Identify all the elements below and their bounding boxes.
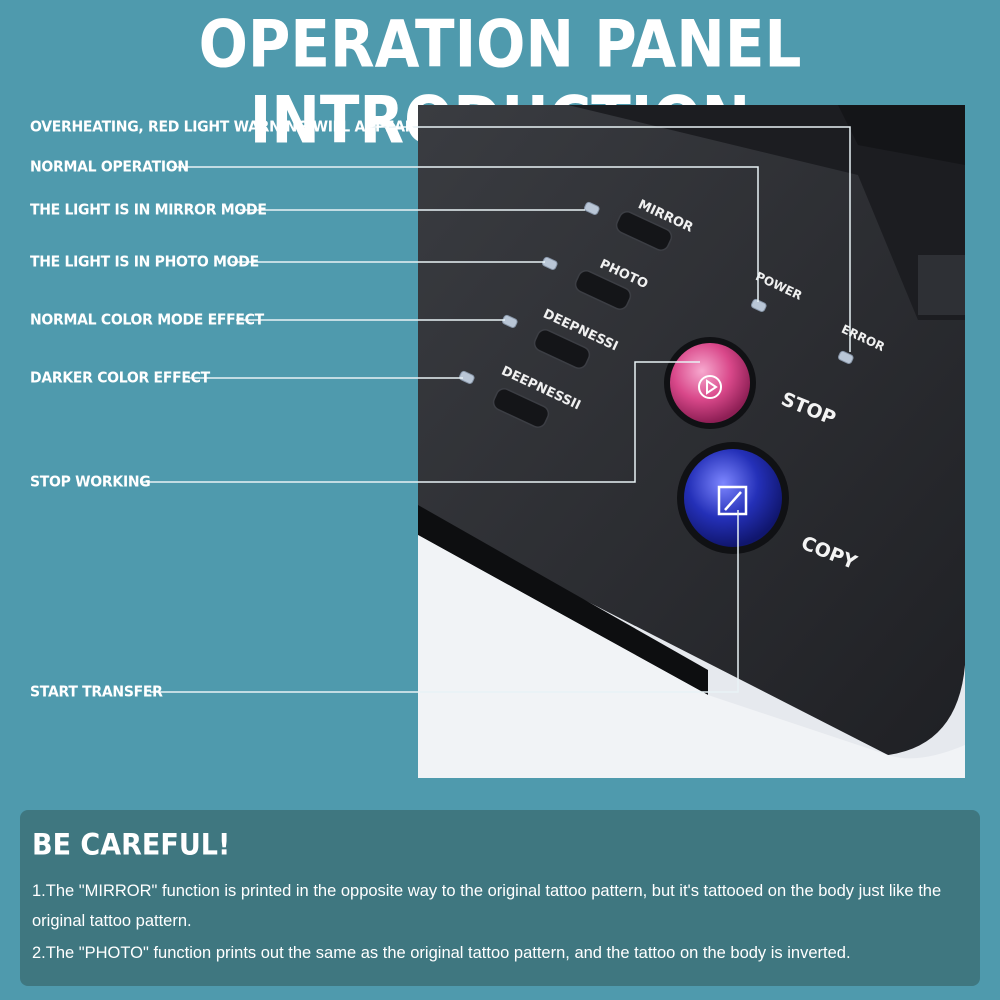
callout-normal-operation: NORMAL OPERATION <box>30 158 189 176</box>
callout-stop-working: STOP WORKING <box>30 473 151 491</box>
copy-button[interactable] <box>678 443 788 553</box>
callout-normal-color: NORMAL COLOR MODE EFFECT <box>30 311 264 329</box>
callout-mirror-mode: THE LIGHT IS IN MIRROR MODE <box>30 201 267 219</box>
caution-title: BE CAREFUL! <box>32 828 231 863</box>
caution-box: BE CAREFUL! 1.The "MIRROR" function is p… <box>20 810 980 986</box>
caution-line-2: 2.The "PHOTO" function prints out the sa… <box>32 944 851 962</box>
callout-darker-color: DARKER COLOR EFFECT <box>30 369 210 387</box>
caution-line-1: 1.The "MIRROR" function is printed in th… <box>32 882 942 930</box>
stop-button[interactable] <box>666 339 754 427</box>
printer-photo: MIRROR PHOTO DEEPNESSI DEEPNESSII POWER … <box>418 105 965 778</box>
callout-photo-mode: THE LIGHT IS IN PHOTO MODE <box>30 253 259 271</box>
callout-overheating: OVERHEATING, RED LIGHT WARNING WILL APPE… <box>30 118 416 136</box>
callout-start-transfer: START TRANSFER <box>30 683 163 701</box>
